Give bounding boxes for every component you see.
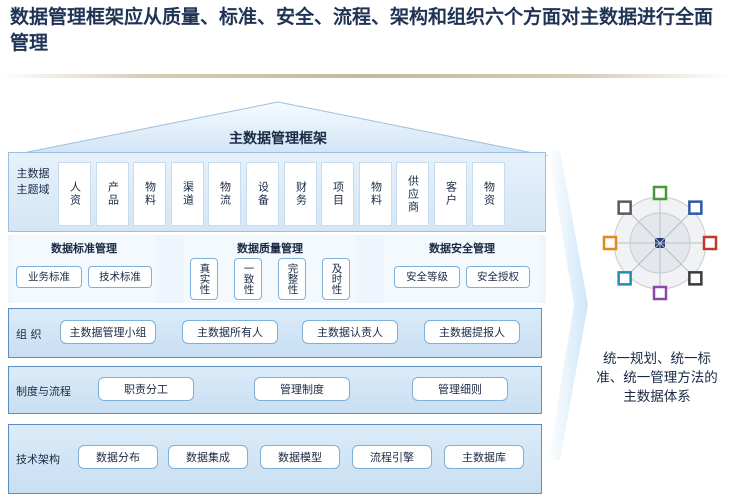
standards-heading: 数据标准管理 [51, 242, 117, 255]
process-item: 职责分工 [98, 377, 194, 401]
framework-roof [8, 101, 548, 156]
domain-item: 物资 [472, 162, 505, 226]
organization-item: 主数据所有人 [182, 320, 278, 344]
quality-item: 及时性 [322, 258, 350, 300]
chevron-right-icon [548, 150, 588, 460]
organization-item: 主数据认责人 [302, 320, 398, 344]
process-label: 制度与流程 [16, 385, 71, 398]
quality-item: 完整性 [278, 258, 306, 300]
page-title: 数据管理框架应从质量、标准、安全、流程、架构和组织六个方面对主数据进行全面管理 [10, 6, 714, 54]
wheel-node-icon [617, 200, 632, 215]
wheel-node-icon [688, 200, 703, 215]
domain-item: 产品 [96, 162, 129, 226]
quality-item: 真实性 [190, 258, 218, 300]
domain-item: 物料 [133, 162, 166, 226]
domain-item: 物流 [208, 162, 241, 226]
framework-title: 主数据管理框架 [229, 131, 327, 147]
quality-heading: 数据质量管理 [237, 242, 303, 255]
wheel-node-icon [652, 285, 668, 301]
wheel-node-icon [602, 235, 618, 251]
wheel-node-icon [702, 235, 718, 251]
security-item: 安全等级 [394, 266, 460, 288]
security-item: 安全授权 [466, 266, 530, 288]
domain-item: 财务 [284, 162, 317, 226]
domain-item: 人资 [58, 162, 91, 226]
organization-item: 主数据管理小组 [60, 320, 156, 344]
architecture-item: 数据集成 [168, 445, 248, 469]
architecture-item: 数据模型 [260, 445, 340, 469]
architecture-item: 主数据库 [444, 445, 524, 469]
integration-wheel-icon [602, 185, 718, 301]
architecture-item: 数据分布 [78, 445, 158, 469]
domain-item: 供应商 [396, 162, 429, 226]
domain-item: 项目 [321, 162, 354, 226]
architecture-label: 技术架构 [16, 453, 60, 466]
organization-label: 组 织 [16, 328, 42, 341]
architecture-item: 流程引擎 [352, 445, 432, 469]
organization-item: 主数据提报人 [424, 320, 520, 344]
domain-item: 渠道 [171, 162, 204, 226]
summary-text: 统一规划、统一标准、统一管理方法的主数据体系 [596, 351, 718, 405]
domain-item: 设备 [246, 162, 279, 226]
title-divider [0, 74, 730, 78]
standards-item: 技术标准 [88, 266, 152, 288]
quality-item: 一致性 [234, 258, 262, 300]
wheel-node-icon [688, 271, 703, 286]
security-heading: 数据安全管理 [429, 242, 495, 255]
wheel-node-icon [652, 185, 668, 201]
domain-item: 物料 [359, 162, 392, 226]
domain-item: 客户 [434, 162, 467, 226]
wheel-node-icon [617, 271, 632, 286]
process-item: 管理制度 [254, 377, 350, 401]
domain-label: 主数据主题域 [16, 167, 50, 196]
process-item: 管理细则 [412, 377, 508, 401]
standards-item: 业务标准 [16, 266, 82, 288]
